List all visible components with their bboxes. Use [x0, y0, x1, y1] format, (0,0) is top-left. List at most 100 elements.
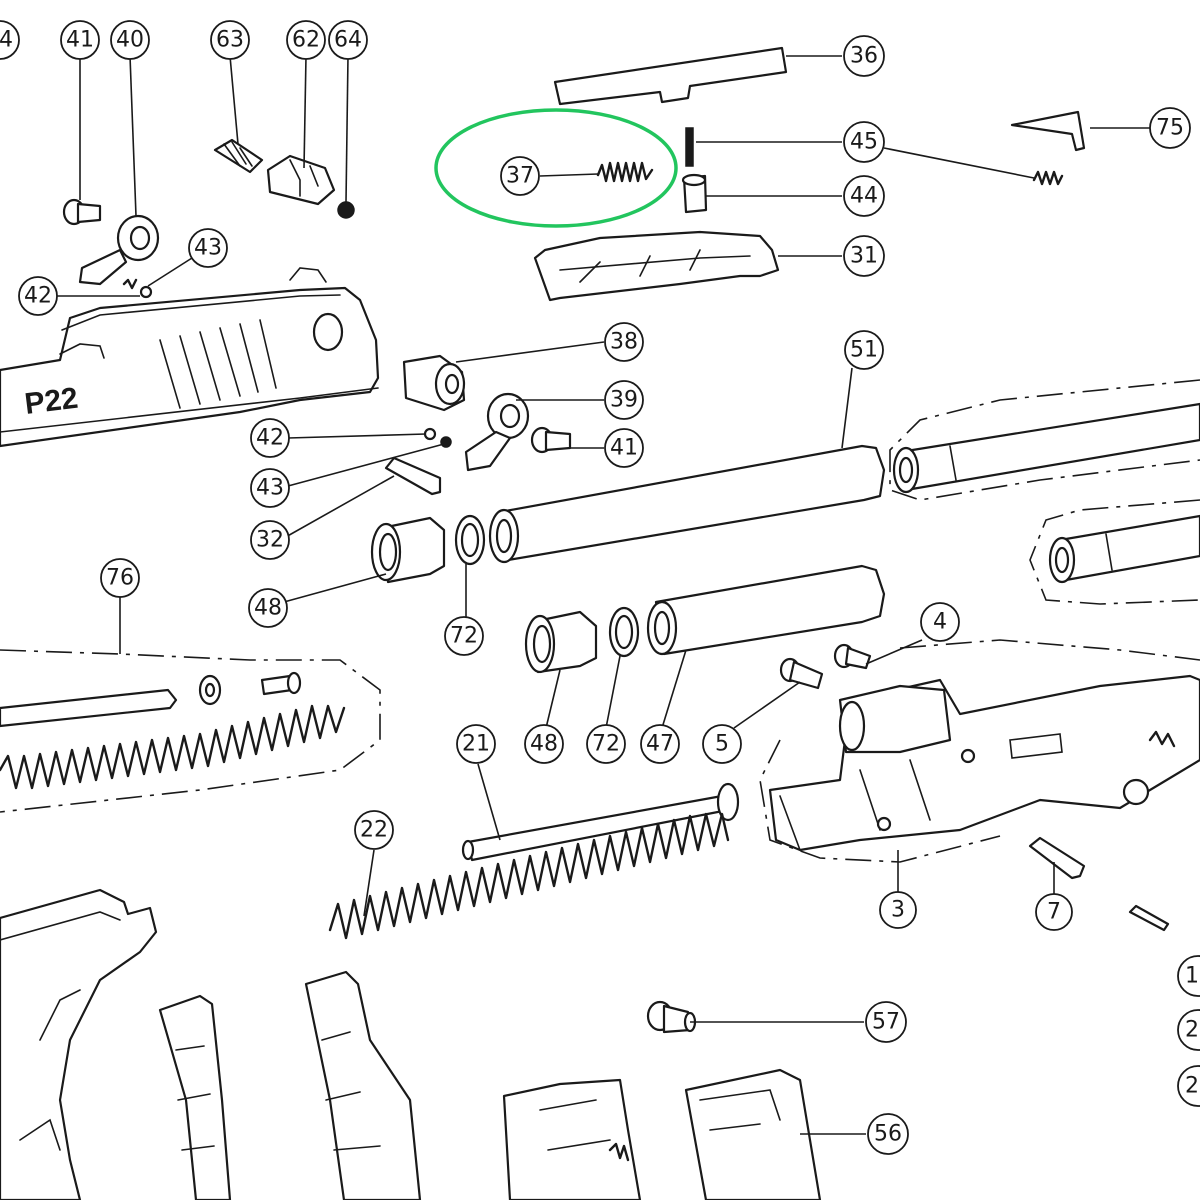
part-76-recoil-group	[0, 649, 381, 813]
callout-41-top: 41	[60, 20, 100, 60]
callout-48-lower-label: 48	[530, 732, 558, 757]
callout-21-label: 21	[462, 732, 490, 757]
callout-63-label: 63	[216, 28, 244, 53]
callout-41-mid: 41	[604, 428, 644, 468]
part-63-screw	[213, 138, 264, 174]
part-44-bushing	[681, 173, 708, 214]
callout-48-lower: 48	[524, 724, 564, 764]
callout-edge-2b-label: 2	[1185, 1074, 1199, 1099]
callout-39-label: 39	[610, 388, 638, 413]
callout-37-label: 37	[506, 164, 534, 189]
callout-72-top: 72	[444, 616, 484, 656]
callout-22-label: 22	[360, 818, 388, 843]
part-4-screw	[833, 643, 872, 670]
part-62-rear-sight	[266, 154, 336, 206]
callout-76: 76	[100, 558, 140, 598]
callout-5: 5	[702, 724, 742, 764]
part-7-pin	[1028, 836, 1086, 880]
callout-75-label: 75	[1156, 116, 1184, 141]
part-42-43-pair	[423, 427, 452, 448]
part-43-detent	[122, 278, 153, 299]
callout-edge-2a-label: 2	[1185, 1018, 1199, 1043]
callout-56: 56	[867, 1113, 909, 1155]
part-41-screw-top	[62, 198, 102, 226]
callout-4: 4	[920, 602, 960, 642]
callout-41-mid-label: 41	[610, 436, 638, 461]
part-57-plug	[646, 1000, 697, 1034]
callout-57-label: 57	[872, 1010, 900, 1035]
callout-3: 3	[879, 891, 917, 929]
callout-44-label: 44	[850, 184, 878, 209]
callout-36-label: 36	[850, 44, 878, 69]
callout-76-label: 76	[106, 566, 134, 591]
part-22-recoil-spring	[328, 812, 730, 940]
part-75-spring	[1032, 170, 1064, 186]
callout-21: 21	[456, 724, 496, 764]
callout-51: 51	[844, 330, 884, 370]
callout-32-label: 32	[256, 528, 284, 553]
callout-42-mid-label: 42	[256, 426, 284, 451]
slide-body	[0, 267, 380, 448]
callout-45: 45	[843, 121, 885, 163]
callout-edge-4: 4	[0, 20, 20, 60]
callout-edge-1: 1	[1177, 955, 1200, 997]
callout-31: 31	[843, 235, 885, 277]
callout-7-label: 7	[1047, 900, 1061, 925]
callout-edge-4-label: 4	[0, 28, 13, 53]
callout-43-top-label: 43	[194, 236, 222, 261]
callout-43-mid-label: 43	[256, 476, 284, 501]
right-barrel-group-lower	[1029, 499, 1200, 605]
part-47-barrel-sleeve-lower	[646, 564, 886, 656]
callout-42-mid: 42	[250, 418, 290, 458]
callout-36: 36	[843, 35, 885, 77]
grip-panel-left	[158, 994, 232, 1200]
callout-43-mid: 43	[250, 468, 290, 508]
callout-edge-1-label: 1	[1185, 964, 1199, 989]
callout-47: 47	[640, 724, 680, 764]
part-36-slide-plate	[553, 46, 788, 106]
part-64-ball	[337, 201, 355, 219]
callout-37: 37	[500, 156, 540, 196]
callout-38-label: 38	[610, 330, 638, 355]
callout-7: 7	[1035, 893, 1073, 931]
slide-marking-text: P22	[23, 382, 80, 421]
part-51-barrel-sleeve	[488, 444, 886, 564]
callout-41-top-label: 41	[66, 28, 94, 53]
leader-lines	[56, 55, 1150, 1135]
callout-48-top: 48	[248, 588, 288, 628]
callout-64: 64	[328, 20, 368, 60]
callout-62-label: 62	[292, 28, 320, 53]
callout-45-label: 45	[850, 130, 878, 155]
part-75-plate	[1010, 110, 1086, 152]
part-41-screw-mid	[530, 426, 572, 454]
callout-64-label: 64	[334, 28, 362, 53]
callout-57: 57	[865, 1001, 907, 1043]
callout-edge-2a: 2	[1177, 1009, 1200, 1051]
part-48-bushing-lower	[524, 610, 598, 674]
right-barrel-group-top	[889, 379, 1200, 501]
part-32-pin	[384, 456, 442, 496]
part-37-spring	[596, 161, 654, 183]
callout-40: 40	[110, 20, 150, 60]
callout-72-top-label: 72	[450, 624, 478, 649]
part-40-safety-lever	[78, 214, 160, 286]
part-38-block	[402, 354, 466, 412]
callout-edge-2b: 2	[1177, 1065, 1200, 1107]
callout-72-lower: 72	[586, 724, 626, 764]
part-48-bushing-top	[370, 516, 446, 584]
callout-44: 44	[843, 175, 885, 217]
callout-38: 38	[604, 322, 644, 362]
grip-frame	[0, 888, 158, 1200]
callout-47-label: 47	[646, 732, 674, 757]
part-21-guide-rod	[461, 782, 740, 862]
callout-42-top-label: 42	[24, 284, 52, 309]
callout-51-label: 51	[850, 338, 878, 363]
callout-48-top-label: 48	[254, 596, 282, 621]
part-3-frame-insert	[759, 639, 1200, 863]
callout-62: 62	[286, 20, 326, 60]
part-72-ring-lower	[608, 606, 640, 658]
callout-5-label: 5	[715, 732, 729, 757]
callout-75: 75	[1149, 107, 1191, 149]
callout-4-label: 4	[933, 610, 947, 635]
